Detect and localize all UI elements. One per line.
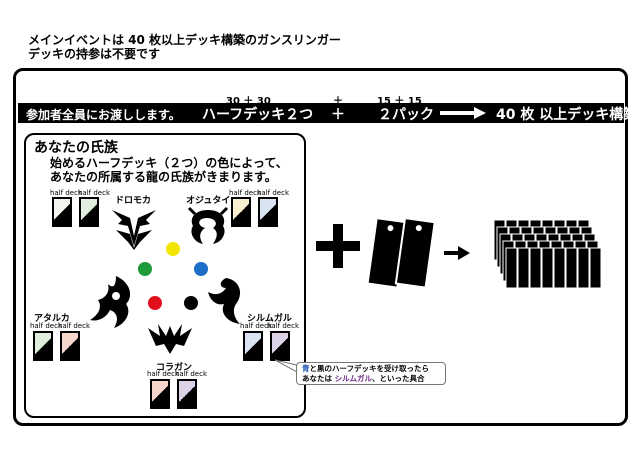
yellow-mana-dot (166, 242, 180, 256)
ojutai-symbol-icon (187, 206, 229, 244)
deck-card (553, 247, 566, 289)
summary-bar: 参加者全員にお渡しします。 ハーフデッキ２つ ＋ ２パック 40 枚 以上デッキ… (18, 103, 637, 123)
bar-given-text: 参加者全員にお渡しします。 (26, 108, 181, 122)
half-deck-card-white (52, 197, 72, 227)
clan-name-ojutai: オジュタイ (186, 196, 231, 206)
clan-name-atarka: アタルカ (34, 314, 70, 324)
blue-mana-dot (194, 262, 208, 276)
black-mana-dot (184, 296, 198, 310)
half-deck-card-black (177, 379, 197, 409)
half-deck-card-red (150, 379, 170, 409)
note-text: と (309, 364, 318, 373)
half-deck-counts: 30 ＋ 30 (226, 96, 271, 107)
atarka-symbol-icon (90, 276, 131, 328)
half-deck-card-blue (243, 331, 263, 361)
header-line-1: メインイベントは 40 枚以上デッキ構築のガンスリンガー (28, 33, 341, 47)
example-note: 青と黒のハーフデッキを受け取ったら あなたは シルムガル、といった具合 (296, 362, 446, 385)
clan-desc-line-2: あなたの所属する龍の氏族がきまります。 (50, 170, 277, 184)
deck-card (589, 247, 602, 289)
clan-name-kolaghan: コラガン (156, 363, 193, 373)
header-line-2: デッキの持参は不要です (28, 47, 161, 61)
note-text: のハーフデッキを受け取ったら (324, 364, 430, 373)
kolaghan-symbol-icon (148, 324, 192, 354)
half-deck-card-black (270, 331, 290, 361)
note-black: 黒 (317, 364, 325, 373)
red-mana-dot (148, 296, 162, 310)
page-header: メインイベントは 40 枚以上デッキ構築のガンスリンガー デッキの持参は不要です (28, 33, 341, 61)
note-blue: 青 (302, 364, 310, 373)
clan-box (24, 133, 306, 418)
clan-desc-line-1: 始めるハーフデッキ（２つ）の色によって、 (50, 156, 288, 170)
half-deck-label: half deck (50, 189, 83, 197)
deck-card (565, 247, 578, 289)
dromoka-symbol-icon (112, 210, 156, 250)
half-deck-label: half deck (229, 189, 262, 197)
bar-half-decks: ハーフデッキ２つ (202, 107, 314, 123)
deck-card (517, 247, 530, 289)
deck-card (505, 247, 518, 289)
right-arrow-icon (444, 246, 470, 260)
note-silumgar: シルムガル (334, 374, 372, 383)
note-text: あなたは (302, 374, 332, 383)
plus-icon (316, 224, 360, 268)
half-deck-label: half deck (58, 322, 91, 330)
clan-box-title: あなたの氏族 (34, 140, 118, 156)
half-deck-label: half deck (257, 189, 290, 197)
half-deck-label: half deck (78, 189, 111, 197)
clan-box-description: 始めるハーフデッキ（２つ）の色によって、 あなたの所属する龍の氏族がきまります。 (50, 156, 288, 184)
half-deck-label: half deck (175, 370, 208, 378)
deck-card (541, 247, 554, 289)
half-deck-card-green (79, 197, 99, 227)
half-deck-label: half deck (30, 322, 63, 330)
half-deck-label: half deck (240, 322, 273, 330)
bar-plus: ＋ (331, 107, 345, 123)
half-deck-card-white (231, 197, 251, 227)
bar-packs: ２パック (378, 107, 434, 123)
bar-result: 40 枚 以上デッキ構築 (496, 107, 638, 123)
green-mana-dot (138, 262, 152, 276)
deck-stack-icon (493, 219, 602, 289)
bar-arrow-icon (440, 107, 486, 119)
half-deck-label: half deck (147, 370, 180, 378)
note-text: 、といった具合 (371, 374, 425, 383)
clan-name-dromoka: ドロモカ (115, 196, 152, 206)
silumgar-symbol-icon (208, 278, 241, 324)
main-frame (13, 68, 628, 426)
deck-card (577, 247, 590, 289)
deck-card (529, 247, 542, 289)
counts-plus: ＋ (333, 96, 343, 107)
pack-counts: 15 ＋ 15 (377, 96, 422, 107)
clan-name-silumgar: シルムガル (247, 314, 292, 324)
booster-packs-icon (366, 216, 436, 289)
half-deck-card-green (33, 331, 53, 361)
half-deck-label: half deck (267, 322, 300, 330)
half-deck-card-red (60, 331, 80, 361)
half-deck-card-blue (258, 197, 278, 227)
